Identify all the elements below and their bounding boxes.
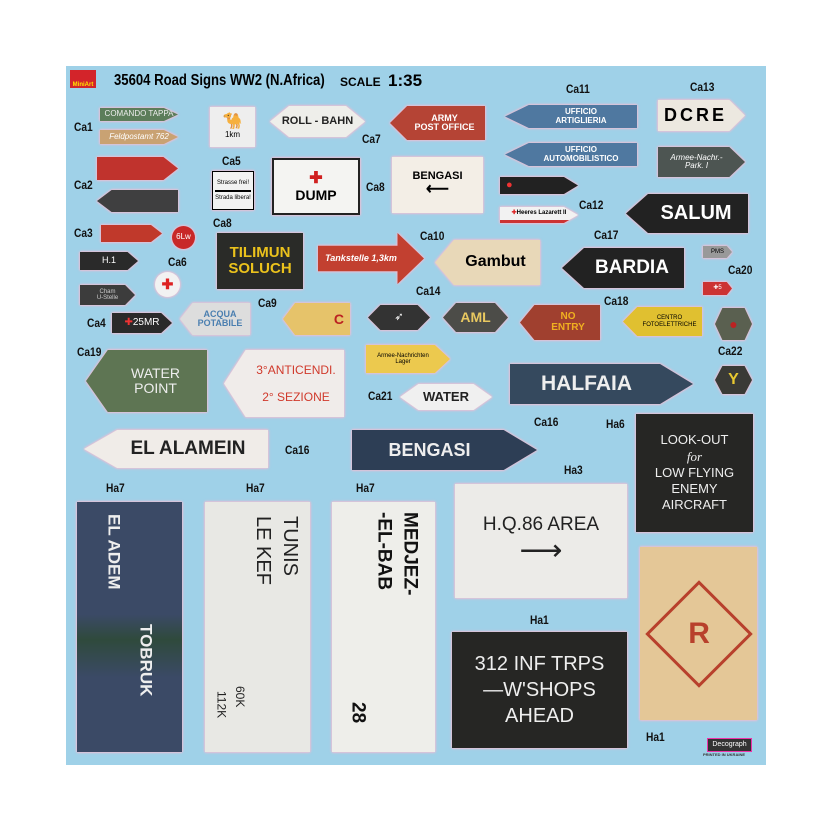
label: Ca14 bbox=[416, 284, 441, 298]
sign-gambut: Gambut bbox=[435, 240, 540, 285]
label: Ca6 bbox=[168, 255, 187, 269]
label: Ca20 bbox=[728, 263, 753, 277]
sign-feldpostamt: Feldpostamt 762 bbox=[100, 130, 178, 144]
printed-in-ukraine: PRINTED IN UKRAINE bbox=[703, 752, 746, 757]
label: Ca1 bbox=[74, 120, 93, 134]
label: Ca5 bbox=[222, 154, 241, 168]
sign-bardia: BARDIA bbox=[562, 248, 684, 288]
sign-ca9: C bbox=[283, 303, 350, 335]
label: Ha7 bbox=[106, 481, 125, 495]
sign-bw-arrow: ➶ bbox=[368, 305, 430, 330]
label: Ca10 bbox=[420, 229, 445, 243]
sign-plus-25mr: ✚25MR bbox=[112, 313, 172, 333]
label: Ca13 bbox=[690, 80, 715, 94]
camel-icon: 🐪 bbox=[222, 113, 243, 131]
sign-r-diamond: R bbox=[640, 547, 757, 720]
label: Ca21 bbox=[368, 389, 393, 403]
label: Ha1 bbox=[530, 613, 549, 627]
sign-strasse-frei: Strasse frei!Strada libera! bbox=[212, 171, 254, 210]
sign-heeres-lazarett: ✚ Heeres Lazarett II bbox=[500, 207, 578, 223]
miniart-logo: MiniArt bbox=[70, 70, 96, 88]
sign-roll-bahn: ROLL - BAHN bbox=[270, 106, 365, 137]
sign-gear-emblem: ● bbox=[715, 308, 752, 340]
label: Ha7 bbox=[356, 481, 375, 495]
label: Ca8 bbox=[366, 180, 385, 194]
sign-dark-arrow bbox=[97, 190, 178, 212]
sign-comando-tappa: COMANDO TAPPA bbox=[100, 108, 178, 121]
sign-y-emblem: Y bbox=[715, 366, 752, 394]
sign-water: WATER bbox=[400, 384, 492, 410]
label: Ca11 bbox=[566, 82, 590, 96]
label: Ha3 bbox=[564, 463, 583, 477]
label: Ca3 bbox=[74, 226, 93, 240]
sign-salum: SALUM bbox=[626, 194, 748, 233]
sign-red-arrow bbox=[97, 157, 178, 180]
red-cross-badge: ✚ bbox=[155, 272, 180, 297]
sign-el-alamein: EL ALAMEIN bbox=[84, 430, 268, 468]
sign-bengasi-board: BENGASI⟵ bbox=[392, 157, 483, 213]
arrow-left-icon: ⟵ bbox=[426, 181, 449, 199]
sign-dcre: DCRE bbox=[658, 100, 745, 131]
scale-label: SCALE bbox=[340, 75, 381, 89]
scale-value: 1:35 bbox=[388, 71, 423, 90]
label: Ca2 bbox=[74, 178, 93, 192]
sign-aml: AML bbox=[443, 303, 508, 332]
label: Ca7 bbox=[362, 132, 381, 146]
red-cross-shield-icon: ✚ bbox=[309, 169, 323, 187]
sign-small-red: ✚5 bbox=[703, 282, 732, 295]
badge-6lw: 6Lw bbox=[172, 226, 195, 249]
label: Ca8 bbox=[213, 216, 232, 230]
label: Ca19 bbox=[77, 345, 102, 359]
label: Ha7 bbox=[246, 481, 265, 495]
sign-hq86-area: H.Q.86 AREA⟶ bbox=[455, 484, 627, 598]
sign-pms: PMS bbox=[703, 246, 732, 258]
label: Ca22 bbox=[718, 344, 743, 358]
label: Ca17 bbox=[594, 228, 619, 242]
sign-red-black: ● bbox=[500, 177, 578, 194]
sign-h1: H.1 bbox=[80, 252, 138, 270]
label: Ha6 bbox=[606, 417, 625, 431]
label: Ha1 bbox=[646, 730, 665, 744]
sign-halfaia: HALFAIA bbox=[510, 364, 693, 404]
decograph-logo: Decograph bbox=[707, 738, 752, 752]
sign-armee-nachr-park: Armee-Nachr.-Park. I bbox=[658, 147, 745, 177]
sign-anticendi: 3°ANTICENDI.2° SEZIONE bbox=[224, 350, 344, 417]
sheet-title: 35604 Road Signs WW2 (N.Africa) bbox=[114, 72, 325, 89]
sign-bengasi-arrow: BENGASI bbox=[352, 430, 537, 470]
label: Ca16 bbox=[285, 443, 310, 457]
label: Ca16 bbox=[534, 415, 559, 429]
sign-camel: 🐪1km bbox=[210, 107, 255, 147]
sign-tankstelle: Tankstelle 1,3km bbox=[318, 233, 424, 284]
sign-red-small bbox=[101, 225, 162, 242]
label: Ca4 bbox=[87, 316, 106, 330]
arrow-right-icon: ⟶ bbox=[519, 534, 563, 568]
label: Ca18 bbox=[604, 294, 629, 308]
label: Ca9 bbox=[258, 296, 277, 310]
label: Ca12 bbox=[579, 198, 604, 212]
sign-dump: ✚DUMP bbox=[272, 158, 360, 215]
